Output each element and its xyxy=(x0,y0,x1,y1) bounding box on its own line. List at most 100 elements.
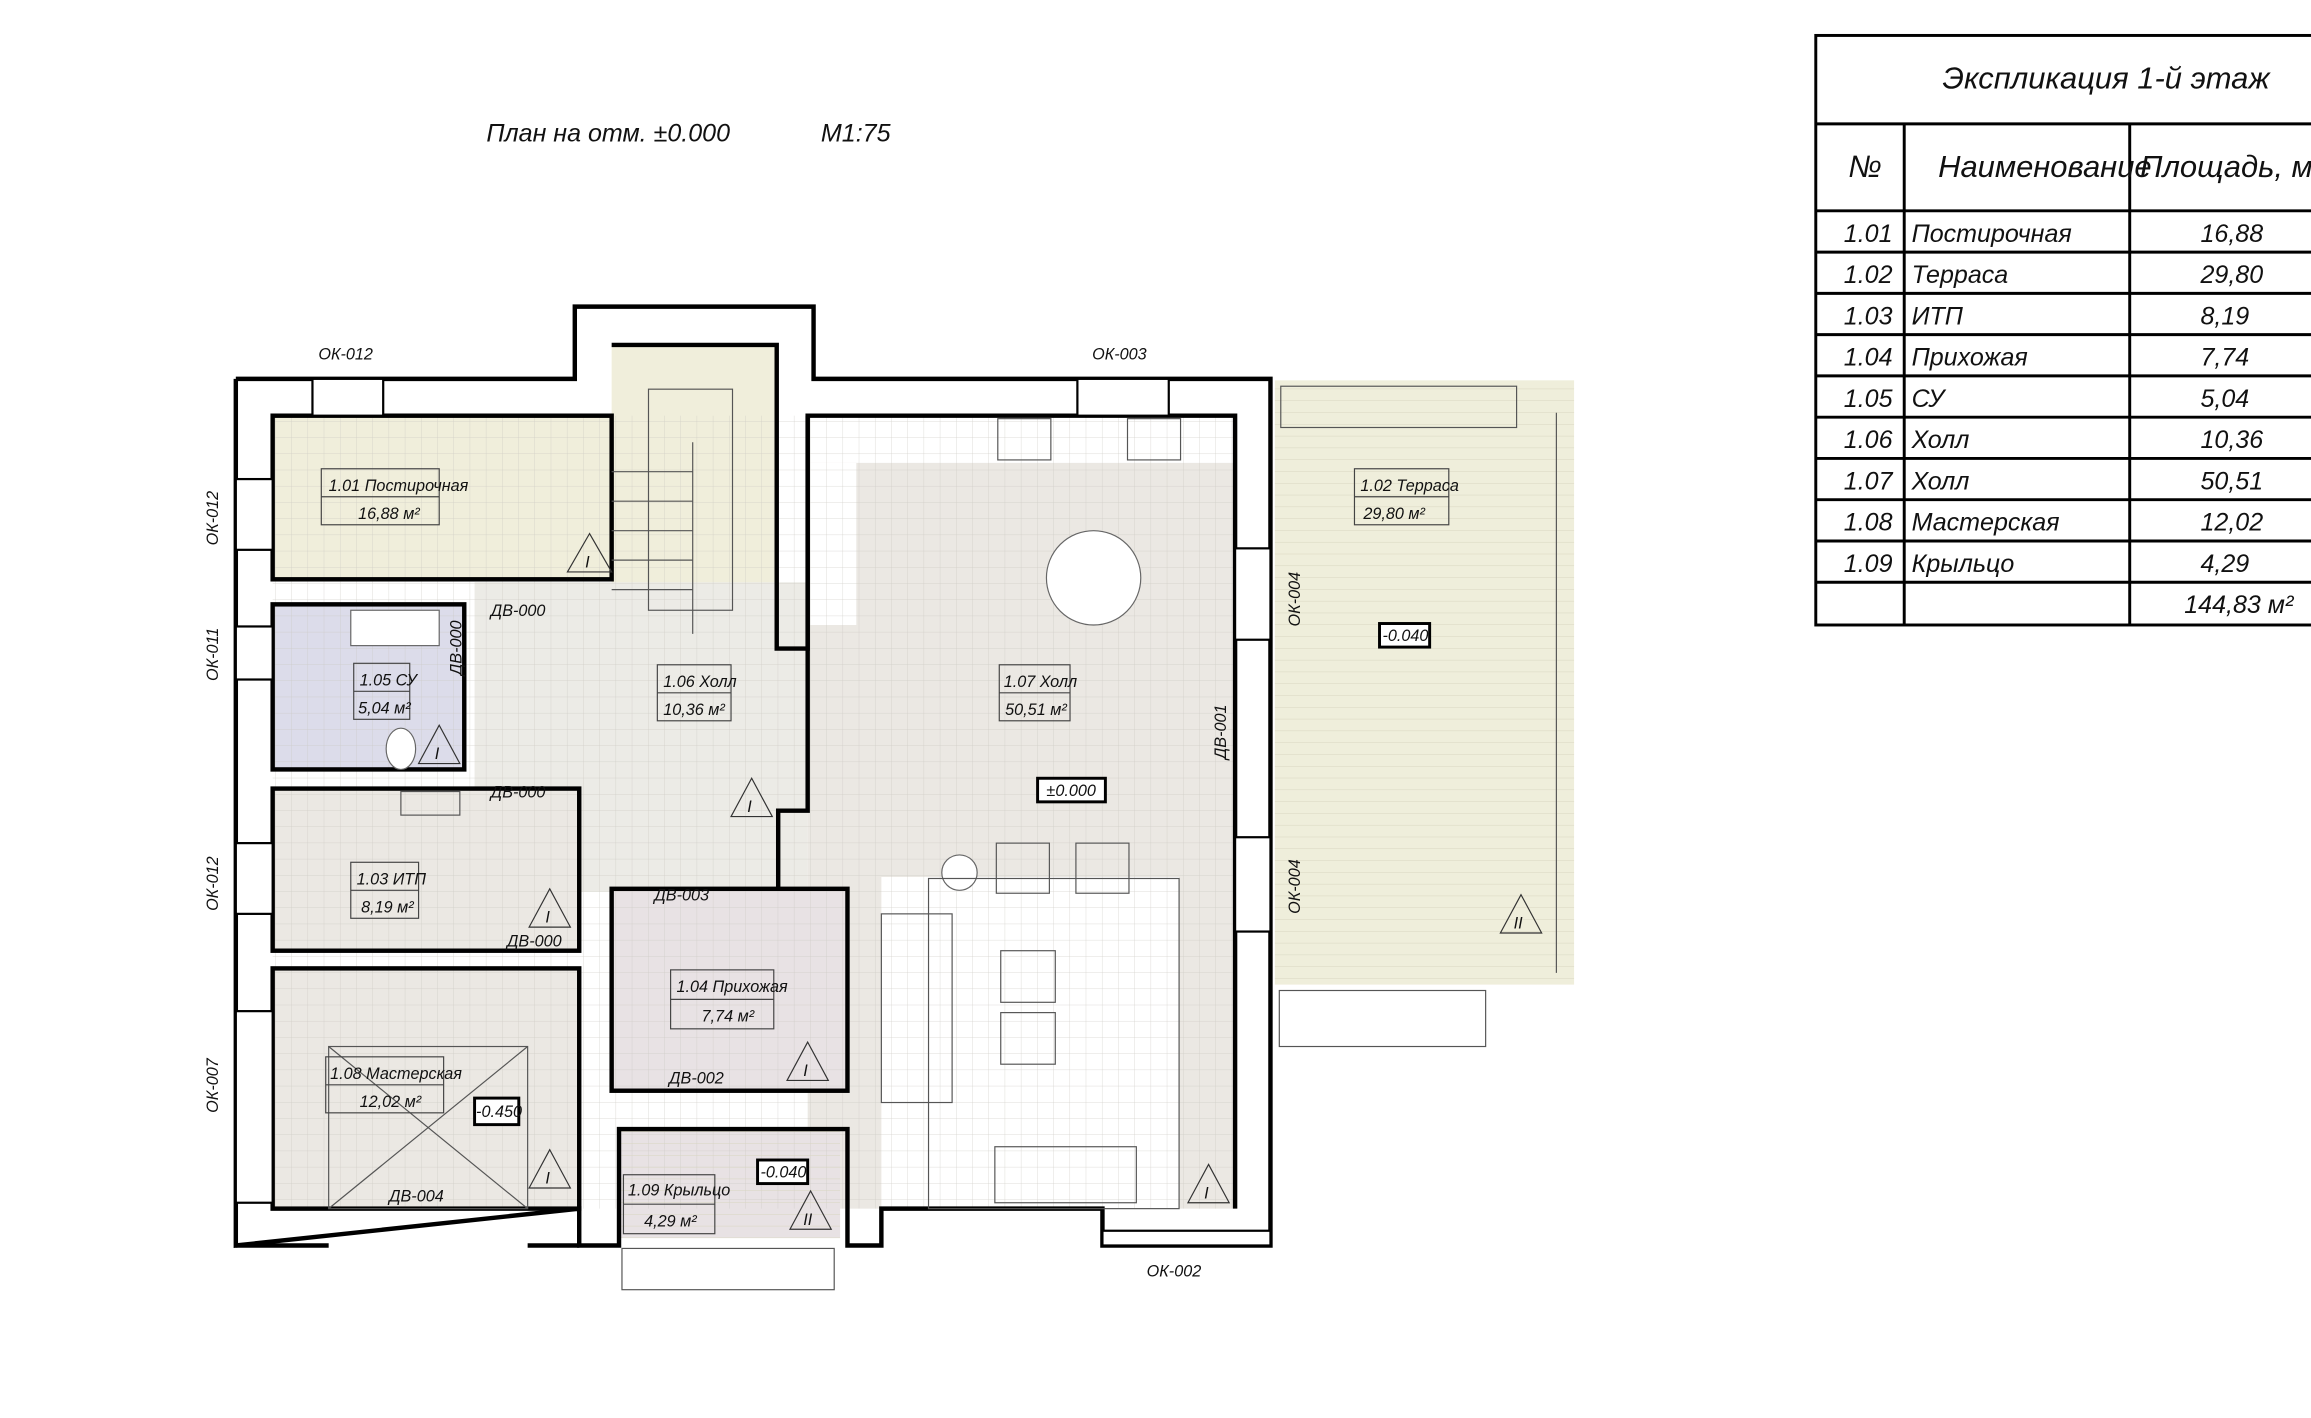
coffee-table xyxy=(1000,1012,1056,1065)
svg-text:1.09 Крыльцо: 1.09 Крыльцо xyxy=(628,1181,730,1199)
svg-text:ОК-011: ОК-011 xyxy=(204,628,222,681)
elevation-main: ±0.000 xyxy=(1046,782,1095,800)
room-label-1-02: 1.02 Терраса 29,80 м² xyxy=(1353,468,1459,526)
porch-steps xyxy=(621,1247,835,1291)
room-name: СУ xyxy=(1912,385,1948,413)
staircase xyxy=(611,388,734,634)
room-number: 1.06 xyxy=(1844,426,1893,454)
room-labels: 1.01 Постирочная 16,88 м² 1.02 Терраса 2… xyxy=(320,468,1459,1235)
svg-text:II: II xyxy=(803,1211,813,1229)
svg-text:7,74 м²: 7,74 м² xyxy=(702,1007,755,1025)
room-label-1-06: 1.06 Холл 10,36 м² xyxy=(656,664,737,722)
elevation-marks: ±0.000 -0.040 -0.040 -0.450 xyxy=(473,622,1432,1186)
svg-text:1.07 Холл: 1.07 Холл xyxy=(1004,673,1077,691)
terrace-kitchen xyxy=(1280,385,1518,429)
svg-text:ДВ-001: ДВ-001 xyxy=(1212,704,1230,761)
room-number: 1.08 xyxy=(1844,509,1893,537)
room-name: Прихожая xyxy=(1912,344,2028,372)
room-number: 1.02 xyxy=(1844,261,1893,289)
table-row: 1.08 Мастерская 12,02 xyxy=(1844,509,2263,537)
room-area: 8,19 xyxy=(2200,302,2249,330)
room-number: 1.04 xyxy=(1844,344,1893,372)
window-ok-004-b xyxy=(1233,836,1272,933)
plan-title: План на отм. ±0.000 xyxy=(486,120,730,148)
svg-text:1.05 СУ: 1.05 СУ xyxy=(360,671,419,689)
room-area: 4,29 xyxy=(2200,550,2249,578)
svg-text:12,02 м²: 12,02 м² xyxy=(360,1093,422,1111)
svg-text:ОК-002: ОК-002 xyxy=(1147,1262,1202,1280)
walls xyxy=(233,304,1273,1248)
door-labels: ДВ-000 ДВ-000 ДВ-000 ДВ-000 ДВ-003 ДВ-00… xyxy=(387,602,1230,1205)
total-area: 144,83 м² xyxy=(2184,591,2295,619)
terrace-decking xyxy=(1274,380,1575,985)
room-name: Постирочная xyxy=(1912,220,2072,248)
finish-markers xyxy=(417,532,1543,1230)
room-number: 1.07 xyxy=(1844,467,1894,495)
svg-text:ОК-012: ОК-012 xyxy=(204,491,222,546)
table-row: 1.04 Прихожая 7,74 xyxy=(1844,344,2249,372)
svg-text:1.03 ИТП: 1.03 ИТП xyxy=(357,870,427,888)
coffee-table xyxy=(1000,950,1056,1003)
terrace-steps xyxy=(1278,989,1487,1048)
sofa xyxy=(994,1146,1137,1204)
room-label-1-05: 1.05 СУ 5,04 м² xyxy=(353,662,419,720)
elevation-workshop: -0.450 xyxy=(476,1103,522,1121)
room-number: 1.05 xyxy=(1844,385,1893,413)
furniture xyxy=(328,385,1557,1291)
room-number: 1.09 xyxy=(1844,550,1893,578)
explication-title: Экспликация 1-й этаж xyxy=(1943,61,2272,96)
rug xyxy=(927,877,1180,1210)
room-name: Холл xyxy=(1911,467,1970,495)
finish-marker-labels: I I I I I I II I II xyxy=(435,554,1523,1229)
svg-text:I: I xyxy=(435,745,440,763)
room-label-1-03: 1.03 ИТП 8,19 м² xyxy=(350,861,427,919)
room-number: 1.01 xyxy=(1844,220,1893,248)
room-area: 16,88 xyxy=(2200,220,2263,248)
room-label-1-07: 1.07 Холл 50,51 м² xyxy=(998,664,1077,722)
plan-scale: М1:75 xyxy=(821,120,891,148)
window-ok-007 xyxy=(234,1010,274,1204)
svg-text:I: I xyxy=(545,909,550,927)
room-name: Мастерская xyxy=(1912,509,2060,537)
room-area: 5,04 xyxy=(2200,385,2249,413)
sofa xyxy=(880,913,953,1104)
window-ok-011 xyxy=(234,625,274,681)
svg-text:ОК-003: ОК-003 xyxy=(1092,346,1147,364)
room-label-1-01: 1.01 Постирочная 16,88 м² xyxy=(320,468,469,526)
room-name: Крыльцо xyxy=(1912,550,2015,578)
room-label-1-09: 1.09 Крыльцо 4,29 м² xyxy=(622,1174,730,1235)
chair xyxy=(1075,842,1130,894)
svg-text:ДВ-000: ДВ-000 xyxy=(489,783,546,801)
svg-text:1.04 Прихожая: 1.04 Прихожая xyxy=(676,978,788,996)
svg-text:1.08 Мастерская: 1.08 Мастерская xyxy=(330,1065,462,1083)
room-area: 29,80 xyxy=(2199,261,2263,289)
svg-text:ДВ-004: ДВ-004 xyxy=(387,1187,444,1205)
window-ok-002 xyxy=(1101,1229,1272,1247)
table-row: 1.01 Постирочная 16,88 xyxy=(1844,220,2263,248)
room-name: Холл xyxy=(1911,426,1970,454)
svg-text:10,36 м²: 10,36 м² xyxy=(663,701,725,719)
room-label-1-08: 1.08 Мастерская 12,02 м² xyxy=(325,1056,462,1114)
window-ok-004-a xyxy=(1233,547,1272,641)
explication-table: Экспликация 1-й этаж № Наименование Площ… xyxy=(1814,33,2311,627)
elevation-porch: -0.040 xyxy=(761,1164,807,1182)
room-area: 12,02 xyxy=(2200,509,2263,537)
svg-text:16,88 м²: 16,88 м² xyxy=(358,505,420,523)
svg-text:ДВ-002: ДВ-002 xyxy=(667,1069,724,1087)
window-ok-012-left2 xyxy=(234,842,274,915)
table-row: 1.09 Крыльцо 4,29 xyxy=(1844,550,2249,578)
svg-text:29,80 м²: 29,80 м² xyxy=(1362,505,1425,523)
chair xyxy=(995,842,1050,894)
elevation-terrace: -0.040 xyxy=(1382,627,1428,645)
sink-icon xyxy=(1126,418,1182,461)
garage-door-area xyxy=(328,1045,529,1210)
svg-text:ОК-004: ОК-004 xyxy=(1286,572,1304,627)
svg-text:II: II xyxy=(1514,915,1524,933)
room-area: 7,74 xyxy=(2200,344,2249,372)
boiler xyxy=(400,790,461,816)
svg-text:ОК-012: ОК-012 xyxy=(318,346,373,364)
washbasin-icon xyxy=(350,609,440,647)
room-area: 10,36 xyxy=(2200,426,2263,454)
